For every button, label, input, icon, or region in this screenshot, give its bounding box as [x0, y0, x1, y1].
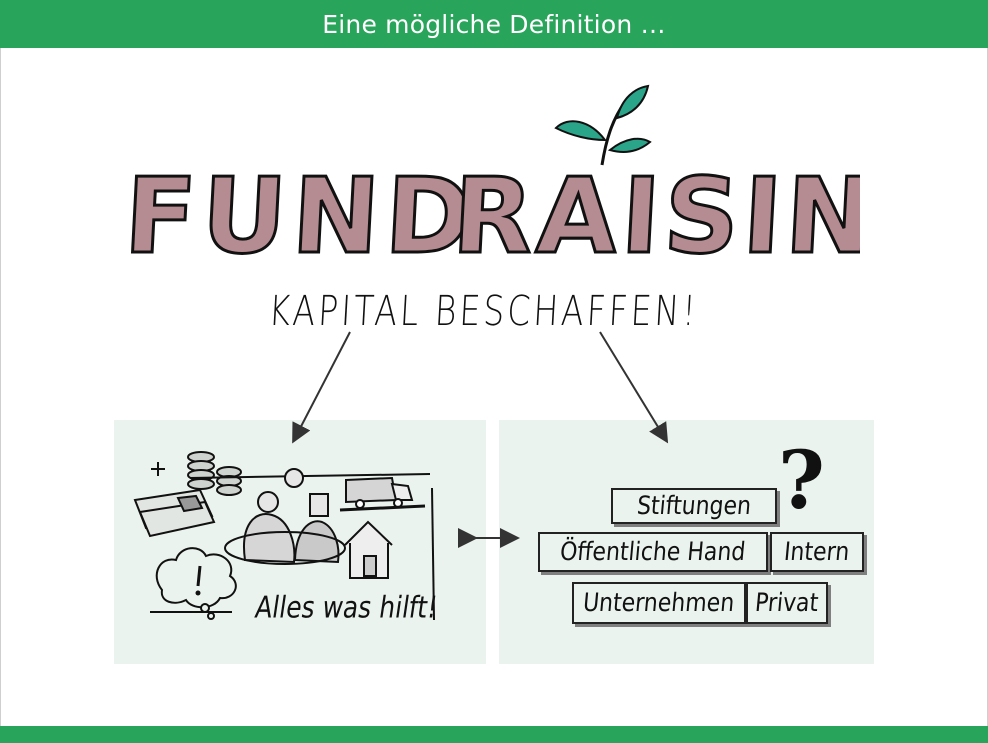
fundraising-title: FUND RAISING — [120, 84, 860, 278]
sprout-icon — [554, 84, 652, 166]
box-unternehmen-label: Unternehmen — [582, 588, 736, 618]
box-intern-label: Intern — [783, 537, 851, 567]
box-oeffentliche-hand-label: Öffentliche Hand — [559, 537, 747, 567]
box-stiftungen: Stiftungen — [611, 488, 777, 524]
left-panel — [114, 420, 486, 664]
box-stiftungen-label: Stiftungen — [635, 491, 753, 521]
box-oeffentliche-hand: Öffentliche Hand — [538, 532, 768, 572]
header-title: Eine mögliche Definition … — [322, 10, 666, 39]
box-privat-label: Privat — [754, 588, 820, 618]
subtitle: KAPITAL BESCHAFFEN! — [267, 286, 700, 335]
box-unternehmen: Unternehmen — [572, 582, 746, 624]
title-word-fund: FUND — [122, 155, 481, 277]
question-mark: ? — [778, 433, 825, 527]
box-intern: Intern — [770, 532, 864, 572]
left-panel-caption: Alles was hilft! — [252, 590, 441, 625]
box-privat: Privat — [746, 582, 828, 624]
header-bar: Eine mögliche Definition … — [0, 0, 988, 48]
title-word-raising: RAISING — [450, 155, 860, 277]
footer-bar — [0, 726, 988, 743]
